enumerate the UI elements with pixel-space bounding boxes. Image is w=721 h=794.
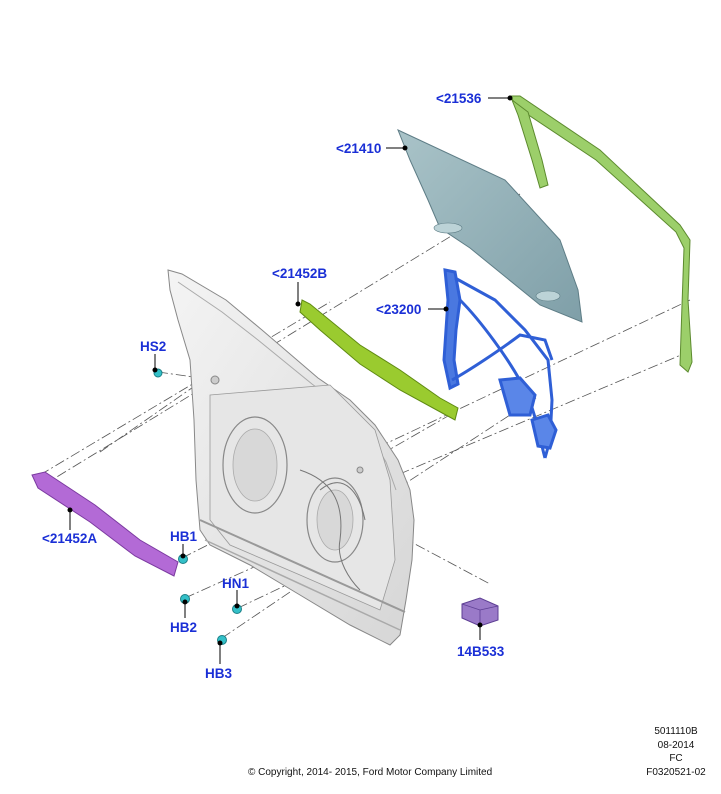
alignment-line <box>349 351 689 496</box>
callout-hb1: HB1 <box>170 529 197 544</box>
alignment-line <box>39 301 331 476</box>
callout-hs2: HS2 <box>140 339 166 354</box>
callout-labels: <21536 <21410 <21452B <23200 HS2 <21452A… <box>42 91 505 681</box>
outer-belt-weatherstrip <box>31 471 179 577</box>
callout-23200: <23200 <box>376 302 421 317</box>
callout-21410: <21410 <box>336 141 381 156</box>
callout-21452b: <21452B <box>272 266 327 281</box>
diagram-date: 08-2014 <box>657 740 695 751</box>
alignment-line <box>379 411 456 456</box>
glass-run-channel <box>509 95 693 373</box>
inner-belt-weatherstrip <box>299 299 459 421</box>
callout-21452a: <21452A <box>42 531 97 546</box>
alignment-line <box>157 371 216 381</box>
alignment-line <box>399 535 491 585</box>
diagram-code: 5011110B <box>654 726 698 737</box>
diagram-fc: FC <box>669 753 683 764</box>
window-control-module <box>461 597 499 627</box>
diagram-figure-id: F0320521-02 <box>646 767 706 778</box>
copyright-notice: © Copyright, 2014- 2015, Ford Motor Comp… <box>248 767 493 778</box>
window-regulator <box>442 268 558 459</box>
callout-hn1: HN1 <box>222 576 249 591</box>
callout-hb3: HB3 <box>205 666 232 681</box>
door-glass <box>397 129 583 323</box>
leader-lines <box>67 95 513 664</box>
callout-hb2: HB2 <box>170 620 197 635</box>
callout-14b533: 14B533 <box>457 644 505 659</box>
callout-21536: <21536 <box>436 91 482 106</box>
door-inner-panel <box>167 269 415 646</box>
